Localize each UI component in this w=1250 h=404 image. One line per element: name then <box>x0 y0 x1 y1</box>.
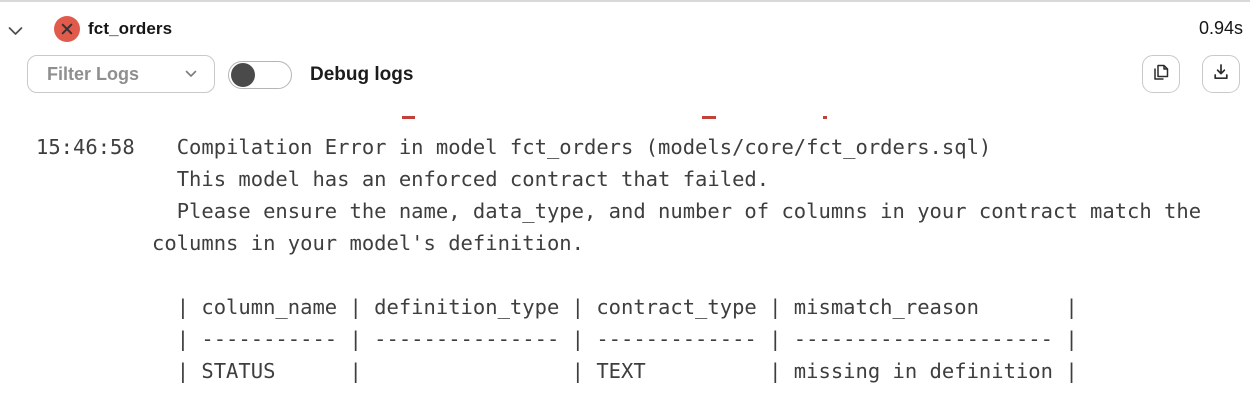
debug-logs-label: Debug logs <box>310 64 414 85</box>
copy-icon <box>1151 62 1171 87</box>
log-output[interactable]: 15:46:58 Compilation Error in model fct_… <box>0 99 1250 404</box>
filter-logs-label: Filter Logs <box>47 63 140 84</box>
download-logs-button[interactable] <box>1202 55 1240 93</box>
download-icon <box>1211 62 1231 87</box>
model-name: fct_orders <box>88 19 173 38</box>
toggle-knob <box>231 63 255 87</box>
prev-line-red-underscore-mark <box>702 116 716 119</box>
prev-line-red-underscore-mark <box>402 116 415 119</box>
chevron-down-icon <box>185 65 197 83</box>
debug-logs-toggle[interactable] <box>228 61 292 89</box>
prev-line-red-period-mark <box>823 116 827 119</box>
log-message: Compilation Error in model fct_orders (m… <box>152 135 1202 383</box>
log-timestamp: 15:46:58 <box>36 135 135 159</box>
collapse-chevron-icon[interactable] <box>8 23 23 41</box>
copy-logs-button[interactable] <box>1142 55 1180 93</box>
filter-logs-dropdown[interactable]: Filter Logs <box>27 55 215 93</box>
log-entry: 15:46:58 Compilation Error in model fct_… <box>36 131 1232 387</box>
error-status-icon <box>54 16 80 47</box>
run-duration: 0.94s <box>1198 18 1243 38</box>
